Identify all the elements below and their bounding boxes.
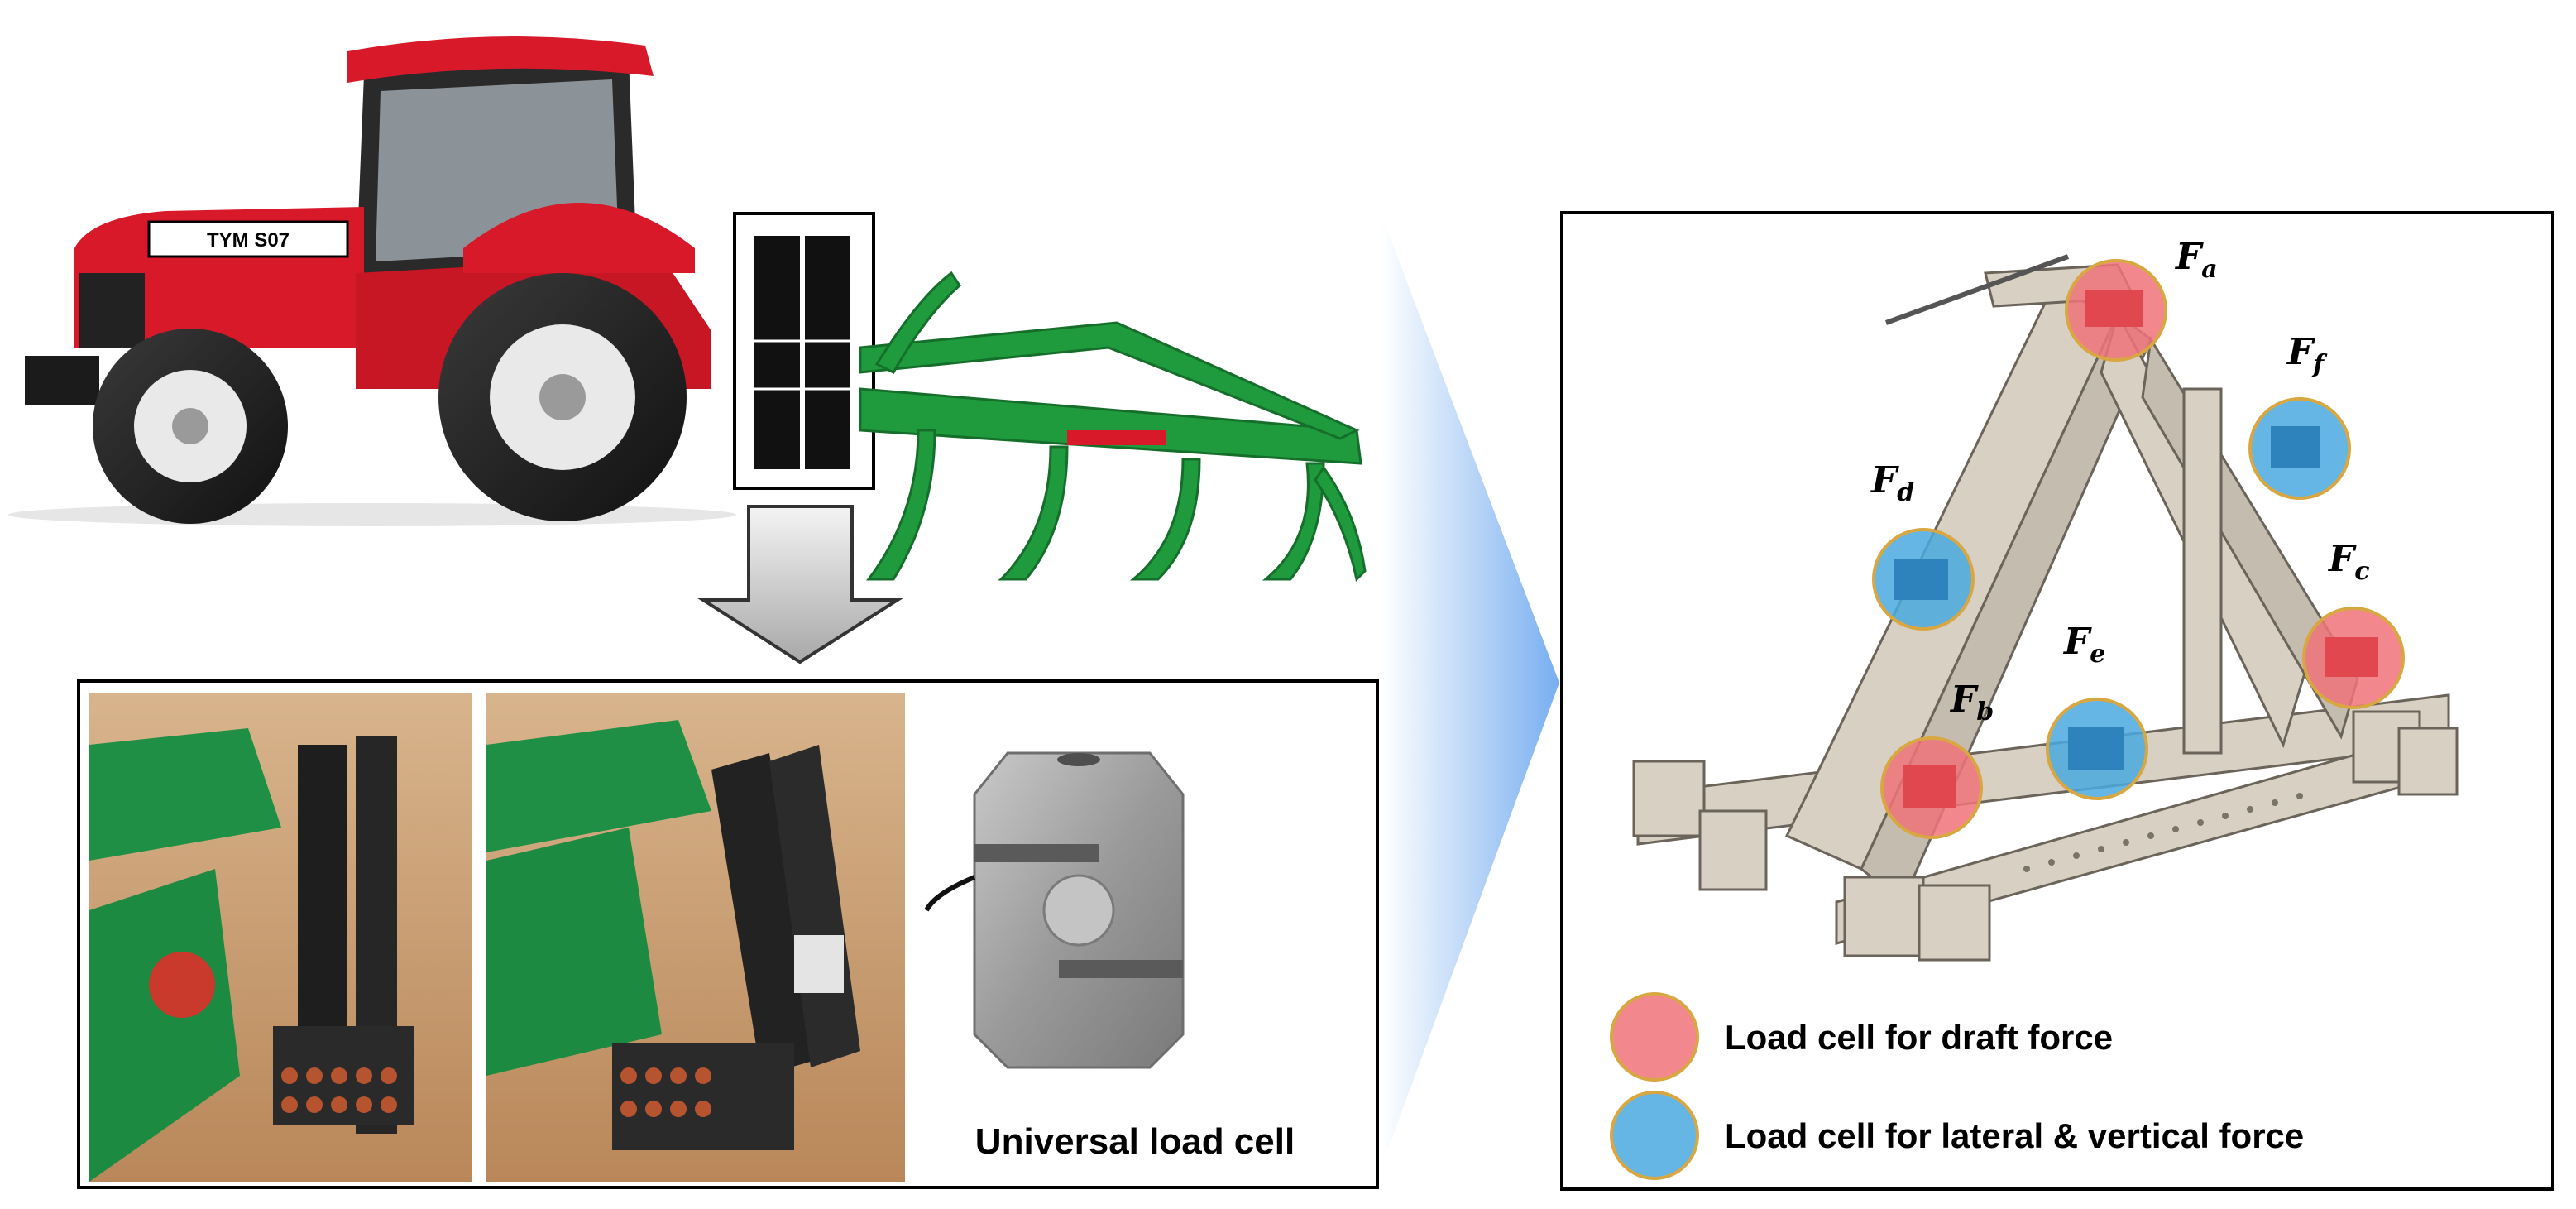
zoom-wedge (1381, 215, 1559, 1167)
load-cell-marker-b (1880, 736, 1983, 839)
load-cell-marker-f (2248, 397, 2351, 500)
legend-label-draft: Load cell for draft force (1725, 1018, 2113, 1057)
tractor-illustration: TYM S07 (8, 36, 736, 526)
s-type-load-cell (924, 751, 1185, 1069)
legend-swatch-draft (1610, 992, 1699, 1082)
legend-item-lateral: Load cell for lateral & vertical force (1610, 1091, 2304, 1180)
force-label-d: Fd (1870, 459, 1914, 507)
field-photo-left (89, 693, 472, 1182)
legend-label-lateral: Load cell for lateral & vertical force (1725, 1116, 2304, 1155)
load-cell-caption: Universal load cell (975, 1121, 1295, 1162)
plough-shank-2 (998, 445, 1069, 581)
legend-swatch-lateral (1610, 1091, 1699, 1180)
rail-holes (2023, 793, 2303, 872)
plough-implement (859, 271, 1367, 583)
legend: Load cell for draft force Load cell for … (1610, 992, 2304, 1180)
legend-item-draft: Load cell for draft force (1610, 992, 2113, 1082)
plough-beam (859, 387, 1362, 465)
tractor-model-label: TYM S07 (207, 229, 290, 252)
tractor-roof (347, 36, 654, 83)
field-photo-right (486, 693, 905, 1182)
plough-shank-4 (1262, 462, 1325, 581)
plough-shank-1 (866, 429, 936, 581)
tractor-model-label-box (147, 220, 349, 258)
down-arrow (697, 505, 903, 664)
load-cell-marker-d (1872, 528, 1975, 631)
hitch-frame-sensor (754, 236, 850, 469)
load-cell-marker-e (2046, 698, 2148, 800)
force-label-a: Fa (2174, 236, 2218, 284)
plough-shank-3 (1129, 458, 1201, 581)
force-label-b: Fb (1949, 679, 1994, 727)
force-label-e: Fe (2062, 621, 2105, 669)
load-cell-marker-c (2302, 607, 2405, 709)
load-cell-marker-a (2065, 259, 2167, 362)
implement-brand-decal (1067, 430, 1166, 445)
rear-fender (463, 203, 695, 273)
central-post (2182, 387, 2223, 755)
force-label-c: Fc (2327, 538, 2370, 586)
